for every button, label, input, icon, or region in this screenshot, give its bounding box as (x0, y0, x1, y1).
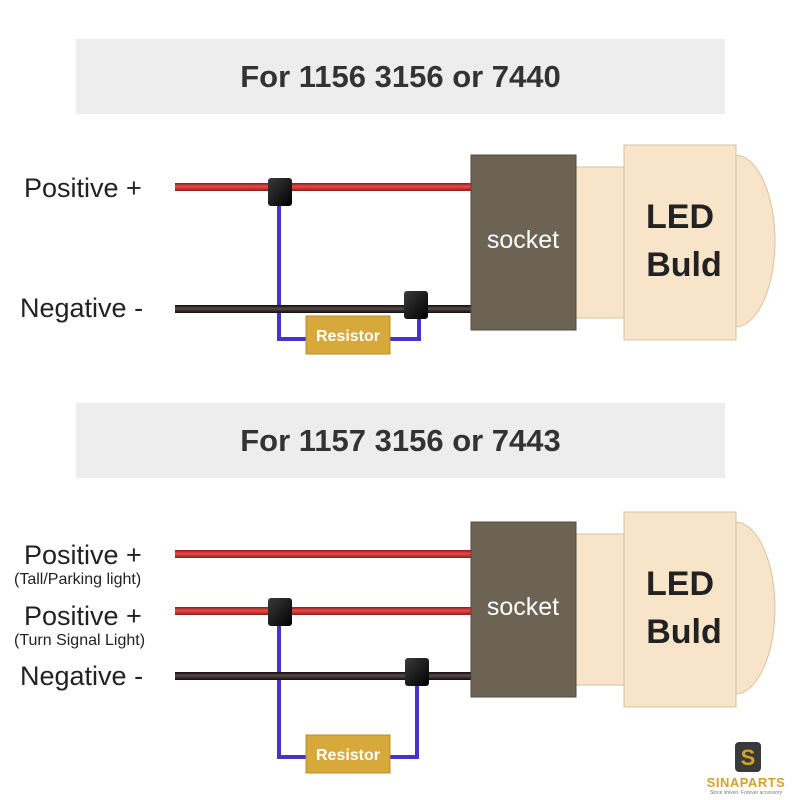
bottom-positive1-sublabel: (Tall/Parking light) (14, 571, 142, 588)
bottom-positive2-sublabel: (Turn Signal Light) (14, 632, 146, 649)
bottom-positive2-wire (175, 607, 473, 615)
bottom-negative-splice (405, 658, 429, 686)
bottom-diagram-title: For 1157 3156 or 7443 (76, 403, 725, 478)
bottom-resistor: Resistor (305, 734, 391, 774)
svg-text:S: S (741, 745, 756, 770)
bottom-negative-label: Negative - (20, 661, 144, 691)
top-bulb-neck (574, 166, 626, 319)
bottom-negative-wire (175, 672, 473, 680)
top-resistor-label: Resistor (316, 328, 380, 345)
top-negative-splice (404, 291, 428, 319)
top-positive-wire (175, 183, 473, 191)
top-positive-label: Positive + (24, 173, 142, 203)
bottom-positive1-wire (175, 550, 473, 558)
top-resistor: Resistor (305, 315, 391, 355)
bottom-led-bulb: LED Buld (574, 511, 776, 708)
top-negative-label: Negative - (20, 293, 144, 323)
brand-logo: SINAPARTS Since shiven. Forever accessor… (700, 775, 792, 797)
s-shield-logo-icon: S (735, 742, 761, 772)
bottom-socket-label: socket (487, 593, 559, 621)
top-socket: socket (470, 154, 577, 331)
top-led-bulb: LED Buld (574, 144, 776, 341)
bottom-socket: socket (470, 521, 577, 698)
top-diagram-title: For 1156 3156 or 7440 (76, 39, 725, 114)
bottom-positive2-splice (268, 598, 292, 626)
bottom-resistor-label: Resistor (316, 747, 380, 764)
bottom-positive2-label: Positive + (24, 601, 142, 631)
top-diagram: Resistor LED Buld socket (175, 144, 776, 355)
top-bulb-label-line1: LED (646, 198, 714, 236)
bottom-diagram: Resistor LED Buld socket (175, 511, 776, 774)
bottom-bulb-label-line1: LED (646, 565, 714, 603)
bottom-bulb-label-line2: Buld (646, 613, 722, 651)
bottom-positive1-label: Positive + (24, 540, 142, 570)
brand-tagline: Since shiven. Forever accessory (709, 790, 783, 796)
top-socket-label: socket (487, 226, 559, 254)
top-positive-splice (268, 178, 292, 206)
top-bulb-label-line2: Buld (646, 246, 722, 284)
brand-name: SINAPARTS (706, 775, 786, 790)
bottom-bulb-body (623, 511, 737, 708)
top-bulb-body (623, 144, 737, 341)
top-negative-wire (175, 305, 473, 313)
bottom-bulb-neck (574, 533, 626, 686)
